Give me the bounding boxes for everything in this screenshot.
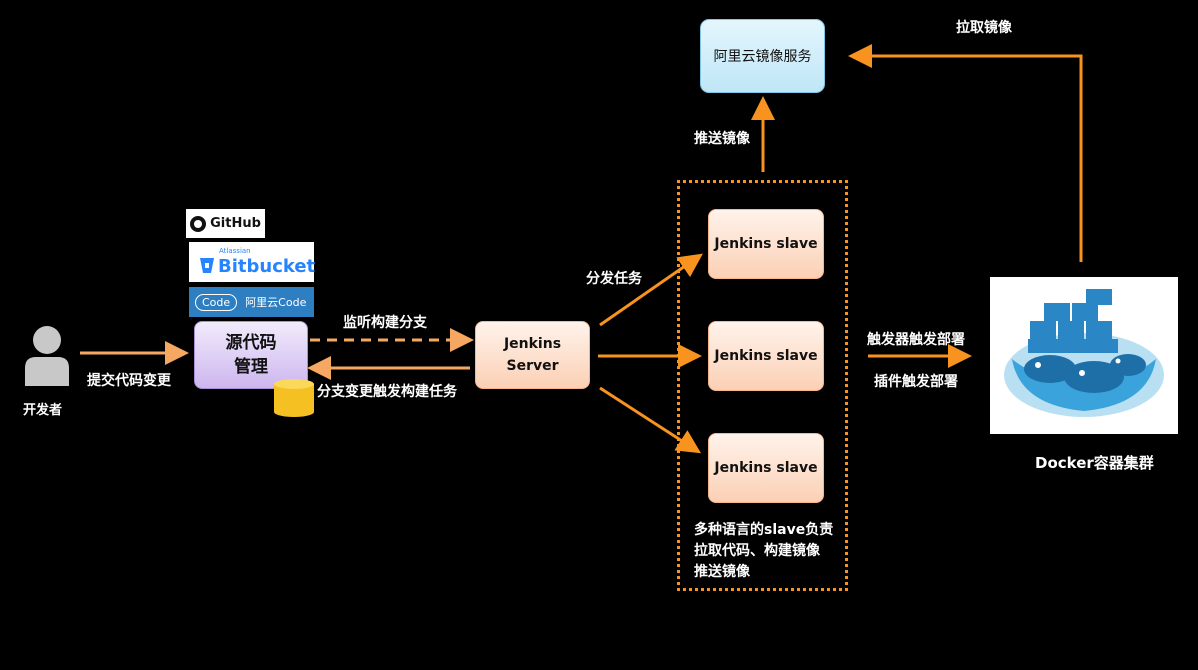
bitbucket-logo: Atlassian Bitbucket [189,242,316,282]
arrow-pull [848,44,1083,262]
slave-group [677,180,848,591]
source-code-node: 源代码 管理 [194,321,308,389]
push-image-label: 推送镜像 [694,131,750,147]
arrow-dispatch-bottom [599,386,702,454]
trigger-deploy-label: 触发器触发部署 [867,332,965,348]
slave-note-line1: 多种语言的slave负责 [694,522,834,538]
docker-logo [990,277,1178,434]
commit-change-label: 提交代码变更 [87,373,171,389]
jenkins-line1: Jenkins [503,336,562,352]
aliyun-code-right: 阿里云Code [245,296,307,309]
dispatch-task-label: 分发任务 [586,271,642,287]
database-icon [274,379,314,417]
branch-trigger-label: 分支变更触发构建任务 [317,384,457,400]
github-text: GitHub [210,216,261,231]
slave-note-line2: 拉取代码、构建镜像 [694,543,820,559]
bitbucket-small-text: Atlassian [219,247,251,255]
listen-branch-label: 监听构建分支 [343,315,427,331]
jenkins-line2: Server [506,358,559,374]
developer-icon [25,326,69,386]
docker-whale-icon [1004,289,1164,417]
github-logo: GitHub [186,209,265,238]
aliyun-code-logo: Code 阿里云Code [189,287,314,317]
jenkins-slave-2: Jenkins slave [708,321,824,391]
jenkins-slave-3: Jenkins slave [708,433,824,503]
bitbucket-text: Bitbucket [218,256,316,277]
docker-label: Docker容器集群 [1035,454,1154,472]
plugin-deploy-label: 插件触发部署 [874,374,958,390]
jenkins-server-node: Jenkins Server [475,321,590,389]
bitbucket-icon [200,258,214,273]
source-line2: 管理 [234,357,268,377]
developer-label: 开发者 [23,403,63,418]
slave-note: 多种语言的slave负责 拉取代码、构建镜像 推送镜像 [694,520,833,583]
aliyun-code-left: Code [195,293,238,311]
pull-image-label: 拉取镜像 [956,20,1012,36]
slave-note-line3: 推送镜像 [694,564,750,580]
source-line1: 源代码 [225,333,277,353]
arrow-dispatch-top [599,253,703,327]
jenkins-slave-1: Jenkins slave [708,209,824,279]
github-icon [190,215,207,232]
aliyun-registry-node: 阿里云镜像服务 [700,19,825,93]
